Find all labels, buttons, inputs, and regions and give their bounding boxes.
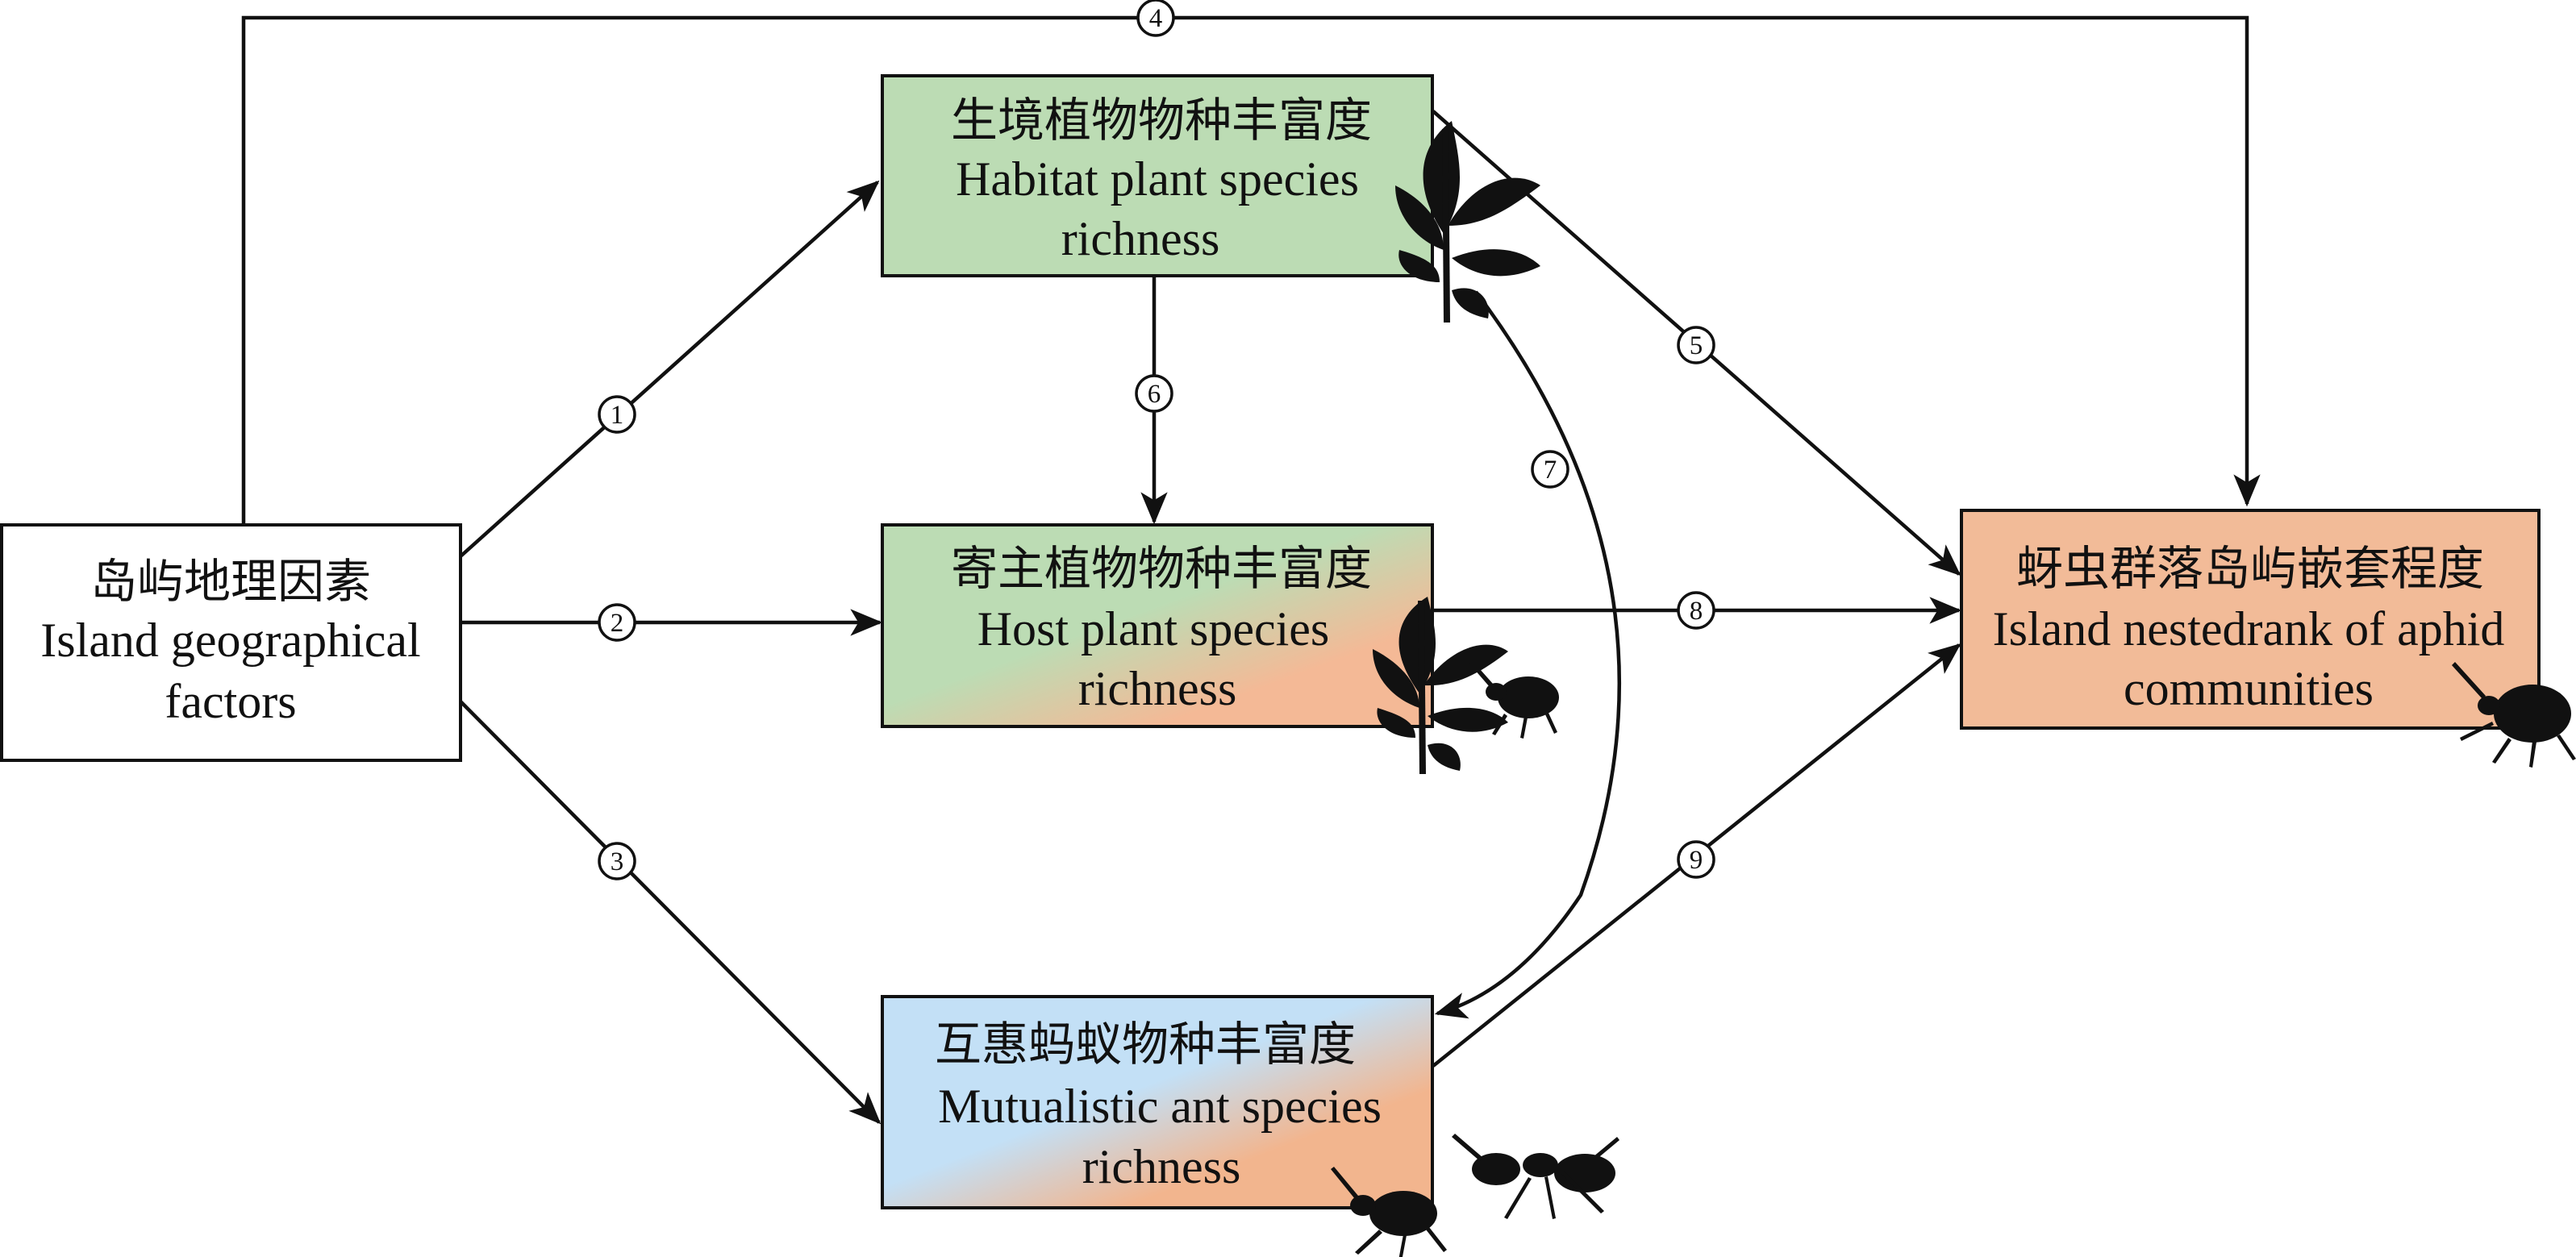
node-box — [1960, 509, 2541, 730]
node-label-cn: 生境植物物种丰富度 — [951, 93, 1372, 148]
path-badge-label: 9 — [1690, 846, 1703, 875]
node-box — [0, 523, 462, 762]
node-box — [881, 995, 1434, 1209]
node-label-cn: 寄主植物物种丰富度 — [951, 541, 1372, 596]
node-label-en-line1: Island geographical — [40, 614, 420, 667]
node-label-en-line1: Island nestedrank of aphid — [1993, 602, 2505, 656]
path-badge-label: 1 — [611, 401, 624, 430]
node-label-cn: 岛屿地理因素 — [90, 554, 371, 609]
node-label-en-line2: richness — [1078, 662, 1237, 715]
ant-silhouette-icon — [1331, 1167, 1447, 1257]
node-mutualistic-ant-richness: 互惠蚂蚁物种丰富度 Mutualistic ant species richne… — [881, 995, 1434, 1209]
path-badge-label: 7 — [1544, 456, 1557, 485]
path-badge-1: 1 — [598, 395, 636, 434]
path-badge-6: 6 — [1135, 374, 1173, 413]
node-island-geographical-factors: 岛屿地理因素 Island geographical factors — [0, 523, 462, 762]
plant-silhouette-icon — [1373, 597, 1508, 774]
edge-1 — [459, 180, 880, 558]
path-badge-label: 6 — [1148, 380, 1161, 409]
path-badge-label: 2 — [611, 609, 624, 638]
path-badge-7: 7 — [1531, 450, 1569, 489]
path-badge-3: 3 — [598, 842, 636, 880]
edge-4 — [241, 15, 2261, 525]
path-badge-label: 8 — [1690, 597, 1703, 626]
node-label-en-line2: communities — [2124, 662, 2374, 715]
node-label-en-line2: richness — [1061, 212, 1220, 265]
node-host-plant-richness: 寄主植物物种丰富度 Host plant species richness — [881, 523, 1434, 728]
path-badge-label: 4 — [1149, 4, 1163, 33]
node-label-en-line2: richness — [1082, 1140, 1241, 1193]
node-box — [881, 523, 1434, 728]
ant-silhouette-icon — [1452, 1134, 1619, 1219]
path-badge-2: 2 — [598, 603, 636, 642]
node-label-en-line2: factors — [165, 675, 296, 728]
path-badge-label: 3 — [611, 847, 624, 876]
node-label-cn: 蚜虫群落岛屿嵌套程度 — [2016, 541, 2484, 596]
path-badge-label: 5 — [1690, 331, 1703, 360]
path-badge-8: 8 — [1677, 591, 1715, 630]
aphid-silhouette-icon — [1464, 655, 1559, 739]
node-label-en-line1: Habitat plant species — [956, 152, 1359, 206]
node-label-cn: 互惠蚂蚁物种丰富度 — [935, 1017, 1356, 1072]
node-box — [881, 74, 1434, 277]
node-habitat-plant-richness: 生境植物物种丰富度 Habitat plant species richness — [881, 74, 1434, 277]
plant-silhouette-icon — [1395, 121, 1540, 323]
node-label-en-line1: Host plant species — [977, 602, 1330, 656]
node-aphid-nestedrank: 蚜虫群落岛屿嵌套程度 Island nestedrank of aphid co… — [1960, 509, 2541, 730]
edge-3 — [459, 700, 882, 1125]
path-badge-9: 9 — [1677, 840, 1715, 879]
path-badge-4: 4 — [1136, 0, 1175, 37]
path-badge-5: 5 — [1677, 326, 1715, 364]
aphid-silhouette-icon — [2452, 662, 2576, 768]
node-label-en-line1: Mutualistic ant species — [938, 1080, 1382, 1133]
edge-7 — [1434, 290, 1622, 1019]
